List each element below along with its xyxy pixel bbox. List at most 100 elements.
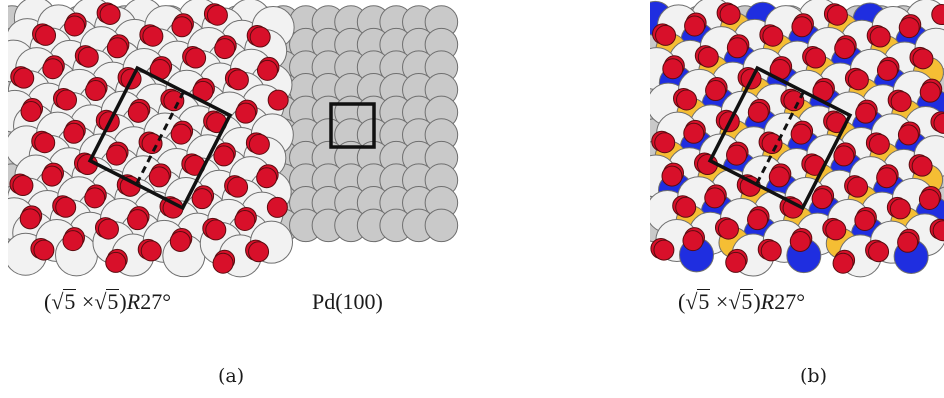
oxygen-atom xyxy=(256,167,278,189)
oxygen-atom xyxy=(84,187,106,209)
oxygen-atom xyxy=(55,196,77,218)
substrate-cell-outline xyxy=(329,102,376,149)
oxygen-atom xyxy=(747,209,769,231)
oxygen-atom xyxy=(869,26,891,48)
oxygen-atom xyxy=(163,90,185,112)
oxygen-atom xyxy=(683,122,705,144)
oxygen-atom xyxy=(106,37,128,59)
panel-a-model xyxy=(8,0,459,278)
oxygen-atom xyxy=(704,187,726,209)
oxygen-atom xyxy=(760,240,782,262)
oxygen-atom xyxy=(205,219,227,241)
oxygen-atom xyxy=(826,4,848,26)
oxygen-atom xyxy=(127,101,149,123)
oxygen-atom xyxy=(42,58,64,80)
oxygen-atom xyxy=(248,133,270,155)
oxygen-atom xyxy=(682,230,704,252)
oxygen-atom xyxy=(911,155,933,177)
oxygen-atom xyxy=(783,90,805,112)
oxygen-atom xyxy=(825,219,847,241)
oxygen-atom xyxy=(105,251,127,273)
oxygen-atom xyxy=(876,59,898,81)
oxygen-atom xyxy=(34,132,56,154)
oxygen-atom xyxy=(768,166,790,188)
oxygen-atom xyxy=(705,80,727,102)
oxygen-atom xyxy=(726,144,748,166)
oxygen-atom xyxy=(847,69,869,91)
oxygen-atom xyxy=(868,133,890,155)
oxygen-atom xyxy=(13,67,35,89)
panel-b-model xyxy=(650,0,944,278)
oxygen-atom xyxy=(97,218,119,240)
oxygen-atom xyxy=(212,252,234,274)
oxygen-atom xyxy=(140,240,162,262)
oxygen-atom xyxy=(235,102,257,124)
oxygen-atom xyxy=(918,188,940,210)
oxygen-atom xyxy=(654,132,676,154)
oxygen-atom xyxy=(267,89,289,111)
oxygen-atom xyxy=(719,3,741,25)
oxygen-atom xyxy=(20,101,42,123)
oxygen-atom xyxy=(811,188,833,210)
oxygen-atom xyxy=(127,209,149,231)
oxygen-atom xyxy=(227,69,249,91)
oxygen-atom xyxy=(33,239,55,261)
oxygen-atom xyxy=(932,220,944,242)
oxygen-atom xyxy=(912,48,934,70)
oxygen-atom xyxy=(266,196,288,218)
oxygen-atom xyxy=(684,15,706,37)
oxygen-atom xyxy=(919,81,941,103)
oxygen-atom xyxy=(761,133,783,155)
unit-cell-divider xyxy=(135,90,185,186)
oxygen-atom xyxy=(897,124,919,146)
oxygen-atom xyxy=(213,145,235,167)
pd-atom xyxy=(424,208,459,243)
unit-cell-outline xyxy=(87,65,233,211)
oxygen-atom xyxy=(41,165,63,187)
oxygen-atom xyxy=(142,25,164,47)
oxygen-atom xyxy=(77,46,99,68)
substrate-label: Pd(100) xyxy=(312,289,383,314)
oxygen-atom xyxy=(855,102,877,124)
oxygen-atom xyxy=(256,59,278,81)
oxygen-atom xyxy=(655,24,677,46)
oxygen-atom xyxy=(676,89,698,111)
panel-b-caption: (b) xyxy=(800,365,827,387)
oxygen-atom xyxy=(62,230,84,252)
oxygen-atom xyxy=(834,38,856,60)
oxygen-atom xyxy=(185,47,207,69)
oxygen-atom xyxy=(726,37,748,59)
oxygen-atom xyxy=(148,166,170,188)
oxygen-atom xyxy=(805,47,827,69)
panel-a-caption: (a) xyxy=(218,365,245,387)
oxygen-atom xyxy=(63,122,85,144)
oxygen-atom xyxy=(789,230,811,252)
oxygen-atom xyxy=(890,91,912,113)
oxygen-atom xyxy=(876,167,898,189)
oxygen-atom xyxy=(662,58,684,80)
oxygen-atom xyxy=(234,209,256,231)
oxygen-atom xyxy=(19,208,41,230)
oxygen-atom xyxy=(214,38,236,60)
oxygen-atom xyxy=(248,241,270,263)
oxygen-atom xyxy=(762,25,784,47)
oxygen-atom xyxy=(171,16,193,38)
oxygen-atom xyxy=(889,198,911,220)
oxygen-atom xyxy=(931,4,944,26)
oxygen-atom xyxy=(725,251,747,273)
oxygen-atom xyxy=(833,145,855,167)
oxygen-atom xyxy=(249,26,271,48)
oxygen-atom xyxy=(191,188,213,210)
oxygen-atom xyxy=(675,196,697,218)
oxygen-atom xyxy=(661,165,683,187)
oxygen-atom xyxy=(697,46,719,68)
oxygen-atom xyxy=(12,175,34,197)
oxygen-atom xyxy=(35,24,57,46)
unit-cell-outline xyxy=(707,65,853,211)
oxygen-atom xyxy=(56,89,78,111)
oxygen-atom xyxy=(85,80,107,102)
oxygen-atom xyxy=(791,16,813,38)
oxygen-atom xyxy=(206,4,228,26)
